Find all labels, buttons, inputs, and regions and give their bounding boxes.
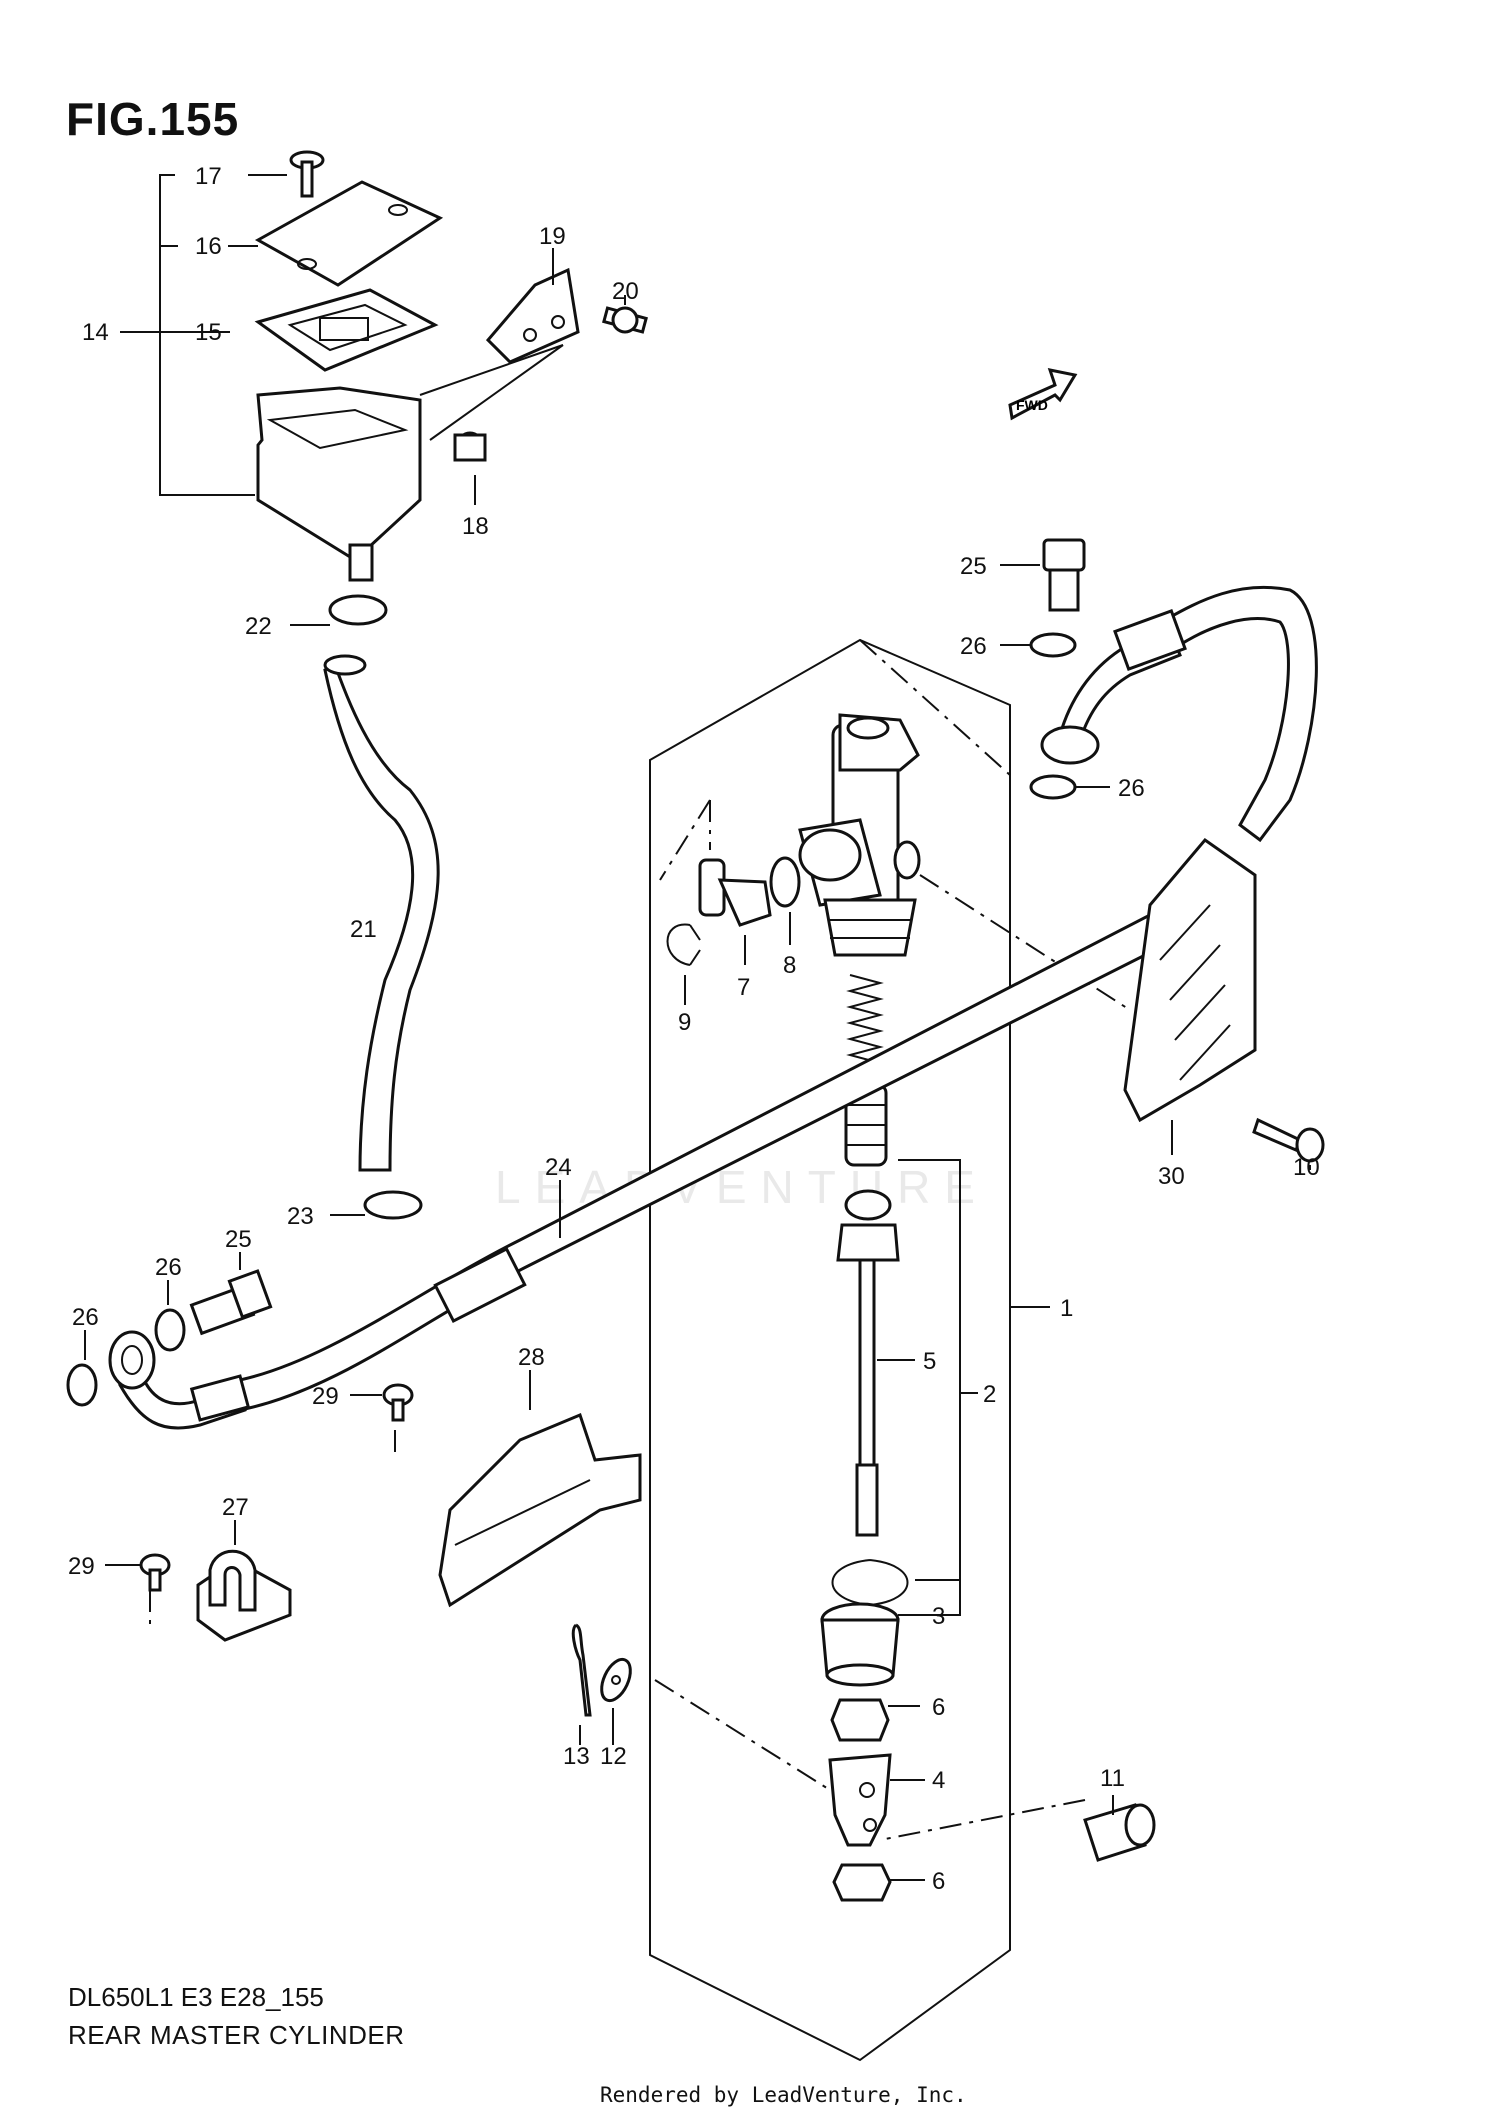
callout-2: 2: [983, 1381, 996, 1408]
callout-25-lower: 25: [225, 1226, 252, 1253]
callout-14: 14: [82, 319, 109, 346]
hose-guard-30: [1123, 837, 1257, 1155]
washer-26-b: [66, 1330, 98, 1407]
callout-25-upper: 25: [960, 553, 987, 580]
union-bolt-25-lower: [189, 1252, 273, 1336]
callout-18: 18: [462, 513, 489, 540]
callout-30: 30: [1158, 1163, 1185, 1190]
fwd-arrow-icon: FWD: [1008, 368, 1078, 421]
callout-29-b: 29: [68, 1553, 95, 1580]
callout-27: 27: [222, 1494, 249, 1521]
holder-27: [196, 1520, 292, 1642]
callout-1: 1: [1060, 1295, 1073, 1322]
cap-16: [254, 180, 444, 287]
clamp-23: [330, 1190, 423, 1220]
screw-29-a: [350, 1383, 414, 1422]
callout-29-a: 29: [312, 1383, 339, 1410]
callout-4: 4: [932, 1767, 945, 1794]
callout-13: 13: [563, 1743, 590, 1770]
washer-26-a: [154, 1280, 186, 1352]
cover-28: [438, 1370, 642, 1608]
diaphragm-15: [254, 288, 439, 372]
callout-26-b: 26: [1118, 775, 1145, 802]
callout-23: 23: [287, 1203, 314, 1230]
callout-17: 17: [195, 163, 222, 190]
reservoir-14: [256, 386, 422, 582]
clamp-22: [290, 594, 388, 626]
callout-26-c: 26: [155, 1254, 182, 1281]
o-ring-8: [769, 856, 801, 945]
callout-22: 22: [245, 613, 272, 640]
cotter-pin-13: [571, 1623, 592, 1745]
washer-26-d: [1029, 774, 1110, 800]
callout-19: 19: [539, 223, 566, 250]
bolt-20: [602, 295, 648, 334]
callout-24: 24: [545, 1154, 572, 1181]
callout-3: 3: [932, 1603, 945, 1630]
bracket-19: [419, 248, 580, 441]
callout-28: 28: [518, 1344, 545, 1371]
hose-upper-section: [1040, 585, 1318, 843]
push-rod-5: [836, 1189, 915, 1537]
circlip-9: [666, 923, 701, 1005]
model-code: DL650L1 E3 E28_155: [68, 1982, 324, 2012]
callout-16: 16: [195, 233, 222, 260]
pin-11: [1083, 1795, 1156, 1862]
nut-6-lower: [832, 1863, 925, 1902]
screw-17: [289, 150, 325, 198]
boot-3: [820, 1602, 925, 1687]
callout-26-d: 26: [72, 1304, 99, 1331]
callout-9: 9: [678, 1009, 691, 1036]
union-7: [698, 858, 772, 965]
screw-10: [1252, 1117, 1325, 1170]
screw-29-b: [105, 1553, 171, 1592]
callout-20: 20: [612, 278, 639, 305]
callout-7: 7: [737, 974, 750, 1001]
callout-8: 8: [783, 952, 796, 979]
render-credit: Rendered by LeadVenture, Inc.: [600, 2083, 967, 2107]
callout-21: 21: [350, 916, 377, 943]
callout-5: 5: [923, 1348, 936, 1375]
washer-26-c: [1000, 632, 1077, 658]
washer-12: [600, 1657, 632, 1745]
figure-name: REAR MASTER CYLINDER: [68, 2020, 405, 2050]
reservoir-bracket-line: [120, 174, 287, 496]
callout-6-lower: 6: [932, 1868, 945, 1895]
clevis-4: [828, 1753, 925, 1847]
callout-12: 12: [600, 1743, 627, 1770]
callout-6-upper: 6: [932, 1694, 945, 1721]
callout-15: 15: [195, 319, 222, 346]
figure-title: FIG.155: [66, 93, 240, 145]
nut-6-upper: [830, 1698, 920, 1742]
watermark-text: LEADVENTURE: [495, 1161, 989, 1213]
callout-11: 11: [1100, 1765, 1125, 1792]
callout-10: 10: [1293, 1154, 1320, 1181]
bolt-18: [453, 431, 487, 505]
brake-hose-24: [238, 912, 1168, 1412]
cylinder-body: [798, 713, 921, 957]
circlip: [831, 1559, 909, 1607]
hose-21: [323, 654, 440, 1172]
fwd-label: FWD: [1016, 397, 1048, 413]
rod-group-bracket-2: [898, 1159, 978, 1616]
callout-26-a: 26: [960, 633, 987, 660]
union-bolt-25-upper: [1000, 538, 1086, 612]
hose-end-lower: [108, 1330, 251, 1430]
